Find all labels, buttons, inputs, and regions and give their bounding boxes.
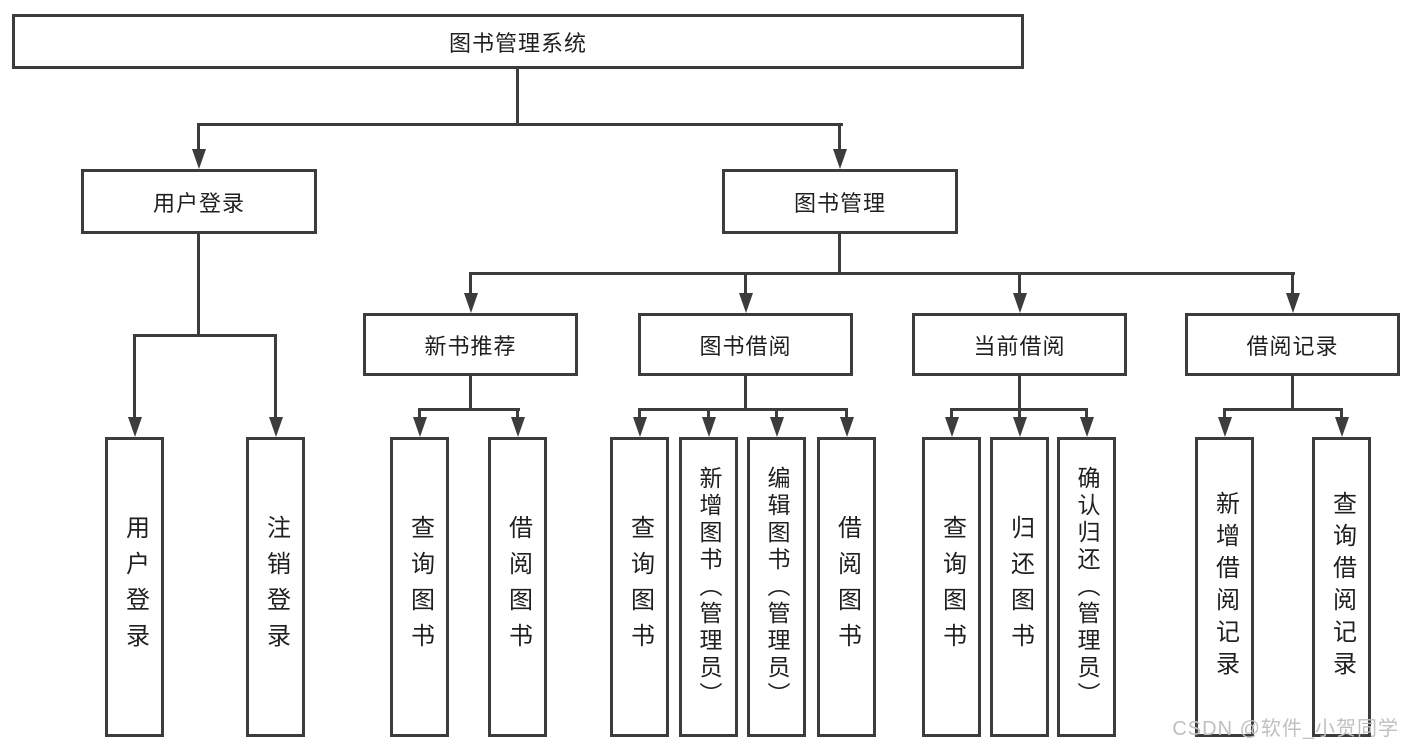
node-book-management: 图书管理 <box>722 169 958 234</box>
connector-arrow <box>464 293 478 313</box>
connector-line <box>1085 408 1088 417</box>
connector-line <box>744 376 747 408</box>
connector-line <box>197 123 200 149</box>
connector-line <box>469 272 472 293</box>
connector-line <box>1018 408 1021 417</box>
connector-arrow <box>413 417 427 437</box>
connector-arrow <box>840 417 854 437</box>
connector-line <box>469 376 472 408</box>
connector-line <box>1291 376 1294 408</box>
connector-line <box>516 69 519 123</box>
leaf-current-confirm-return-admin: 确认归还（管理员） <box>1057 437 1116 737</box>
connector-line <box>838 234 841 272</box>
connector-arrow <box>1013 417 1027 437</box>
connector-line <box>133 334 136 417</box>
connector-arrow <box>269 417 283 437</box>
node-user-login: 用户登录 <box>81 169 317 234</box>
connector-line <box>775 408 778 417</box>
connector-line <box>845 408 848 417</box>
connector-line <box>744 272 747 293</box>
connector-line <box>1223 408 1226 417</box>
connector-arrow <box>833 149 847 169</box>
node-library-system: 图书管理系统 <box>12 14 1024 69</box>
leaf-records-query-record: 查询借阅记录 <box>1312 437 1371 737</box>
connector-line <box>274 334 277 417</box>
connector-line <box>516 408 519 417</box>
connector-line <box>418 408 520 411</box>
leaf-current-return-book: 归还图书 <box>990 437 1049 737</box>
leaf-recommend-borrow-books: 借阅图书 <box>488 437 547 737</box>
leaf-logout: 注销登录 <box>246 437 305 737</box>
connector-line <box>638 408 641 417</box>
leaf-user-login: 用户登录 <box>105 437 164 737</box>
leaf-records-add-record: 新增借阅记录 <box>1195 437 1254 737</box>
leaf-borrow-edit-book-admin: 编辑图书（管理员） <box>747 437 806 737</box>
leaf-borrow-borrow-books: 借阅图书 <box>817 437 876 737</box>
node-borrow-records: 借阅记录 <box>1185 313 1400 376</box>
connector-line <box>1291 272 1294 293</box>
connector-line <box>838 123 841 149</box>
connector-arrow <box>770 417 784 437</box>
csdn-watermark: CSDN @软件_小贺同学 <box>1172 718 1399 740</box>
connector-line <box>707 408 710 417</box>
connector-line <box>1340 408 1343 417</box>
connector-line <box>418 408 421 417</box>
node-new-book-recommend: 新书推荐 <box>363 313 578 376</box>
connector-line <box>638 408 848 411</box>
leaf-borrow-query-books: 查询图书 <box>610 437 669 737</box>
connector-arrow <box>1218 417 1232 437</box>
connector-arrow <box>1286 293 1300 313</box>
connector-line <box>197 234 200 334</box>
connector-line <box>469 272 1295 275</box>
connector-arrow <box>702 417 716 437</box>
connector-arrow <box>945 417 959 437</box>
connector-arrow <box>128 417 142 437</box>
connector-arrow <box>633 417 647 437</box>
connector-line <box>133 334 277 337</box>
leaf-recommend-query-books: 查询图书 <box>390 437 449 737</box>
leaf-borrow-add-book-admin: 新增图书（管理员） <box>679 437 738 737</box>
connector-line <box>1018 376 1021 408</box>
connector-line <box>1223 408 1343 411</box>
leaf-current-query-books: 查询图书 <box>922 437 981 737</box>
connector-arrow <box>1080 417 1094 437</box>
node-book-borrow: 图书借阅 <box>638 313 853 376</box>
connector-line <box>197 123 843 126</box>
connector-arrow <box>511 417 525 437</box>
connector-arrow <box>1335 417 1349 437</box>
connector-arrow <box>192 149 206 169</box>
connector-arrow <box>739 293 753 313</box>
connector-arrow <box>1013 293 1027 313</box>
connector-line <box>950 408 953 417</box>
node-current-borrow: 当前借阅 <box>912 313 1127 376</box>
connector-line <box>1018 272 1021 293</box>
